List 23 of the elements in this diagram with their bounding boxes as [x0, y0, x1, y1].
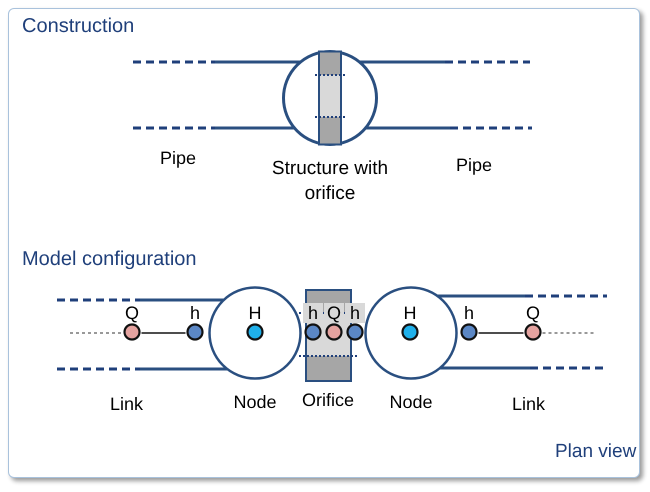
variable-label: Q: [324, 303, 344, 323]
variable-label: h: [303, 303, 323, 323]
variable-label: h: [188, 303, 201, 323]
connector-line: [142, 332, 186, 334]
variable-label: H: [248, 303, 262, 323]
part-label: Link: [512, 394, 546, 415]
dashed-line: [542, 332, 596, 334]
part-label: Orifice: [300, 390, 355, 410]
part-label: Pipe: [160, 148, 196, 169]
variable-label: Q: [124, 303, 140, 323]
part-label: Node: [388, 392, 434, 413]
view-label: Plan view: [555, 441, 636, 463]
variable-label: h: [462, 303, 475, 323]
dashed-line: [70, 332, 123, 334]
variable-label: H: [402, 303, 418, 323]
connector-line: [478, 332, 524, 334]
part-label: Structure with orifice: [270, 157, 390, 206]
part-label: Pipe: [456, 155, 492, 176]
variable-label: h: [345, 303, 365, 323]
part-label: Link: [110, 394, 144, 415]
section-heading: Model configuration: [22, 248, 197, 271]
variable-label: Q: [524, 303, 541, 323]
section-heading: Construction: [22, 15, 134, 38]
